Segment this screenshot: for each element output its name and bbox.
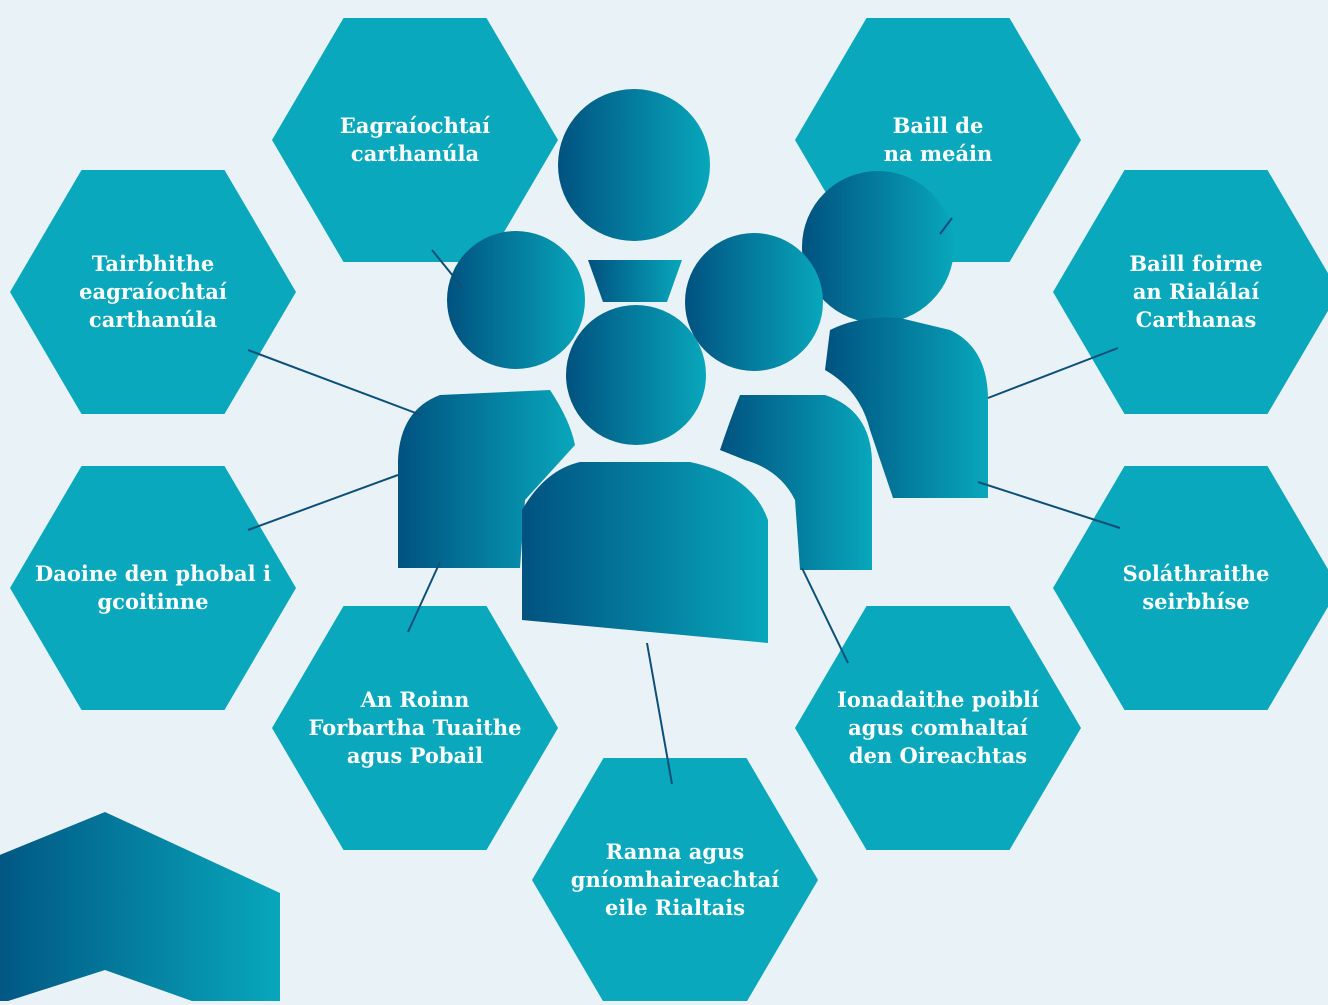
group-of-people-icon — [398, 89, 988, 643]
stakeholder-hexagon-baill-foirne — [1053, 170, 1328, 414]
person-right-back-head — [802, 171, 954, 323]
connector-line-9 — [939, 217, 953, 235]
person-back-head — [558, 89, 710, 241]
person-left-body — [398, 390, 575, 568]
stakeholder-hexagon-tairbhithe — [10, 170, 296, 414]
stakeholder-hexagon-ranna — [532, 758, 818, 1002]
person-front-body — [522, 462, 768, 643]
stakeholder-hexagons — [10, 18, 1328, 1002]
connector-line-3 — [247, 474, 399, 531]
person-back-neck — [588, 260, 682, 302]
connector-line-4 — [407, 561, 441, 633]
stakeholder-hexagon-ionadaithe — [795, 606, 1081, 850]
chevron-hexagon-decoration — [0, 812, 280, 1004]
person-right-back-body — [825, 317, 988, 498]
connector-line-7 — [977, 481, 1121, 529]
stakeholder-hexagon-solathraithe — [1053, 466, 1328, 710]
stakeholder-hexagon-daoine-pobal — [10, 466, 296, 710]
connector-line-1 — [431, 249, 463, 288]
connector-line-6 — [801, 567, 849, 664]
stakeholder-hexagon-eagraiochtai — [272, 18, 558, 262]
person-right-body — [720, 395, 872, 570]
connector-lines — [247, 217, 1121, 785]
person-front-head — [566, 305, 706, 445]
connector-line-5 — [646, 642, 673, 785]
connector-line-2 — [247, 349, 422, 416]
person-right-head — [685, 233, 823, 371]
person-left-head — [447, 231, 585, 369]
connector-line-8 — [987, 347, 1119, 399]
stakeholder-hexagon-an-roinn — [272, 606, 558, 850]
